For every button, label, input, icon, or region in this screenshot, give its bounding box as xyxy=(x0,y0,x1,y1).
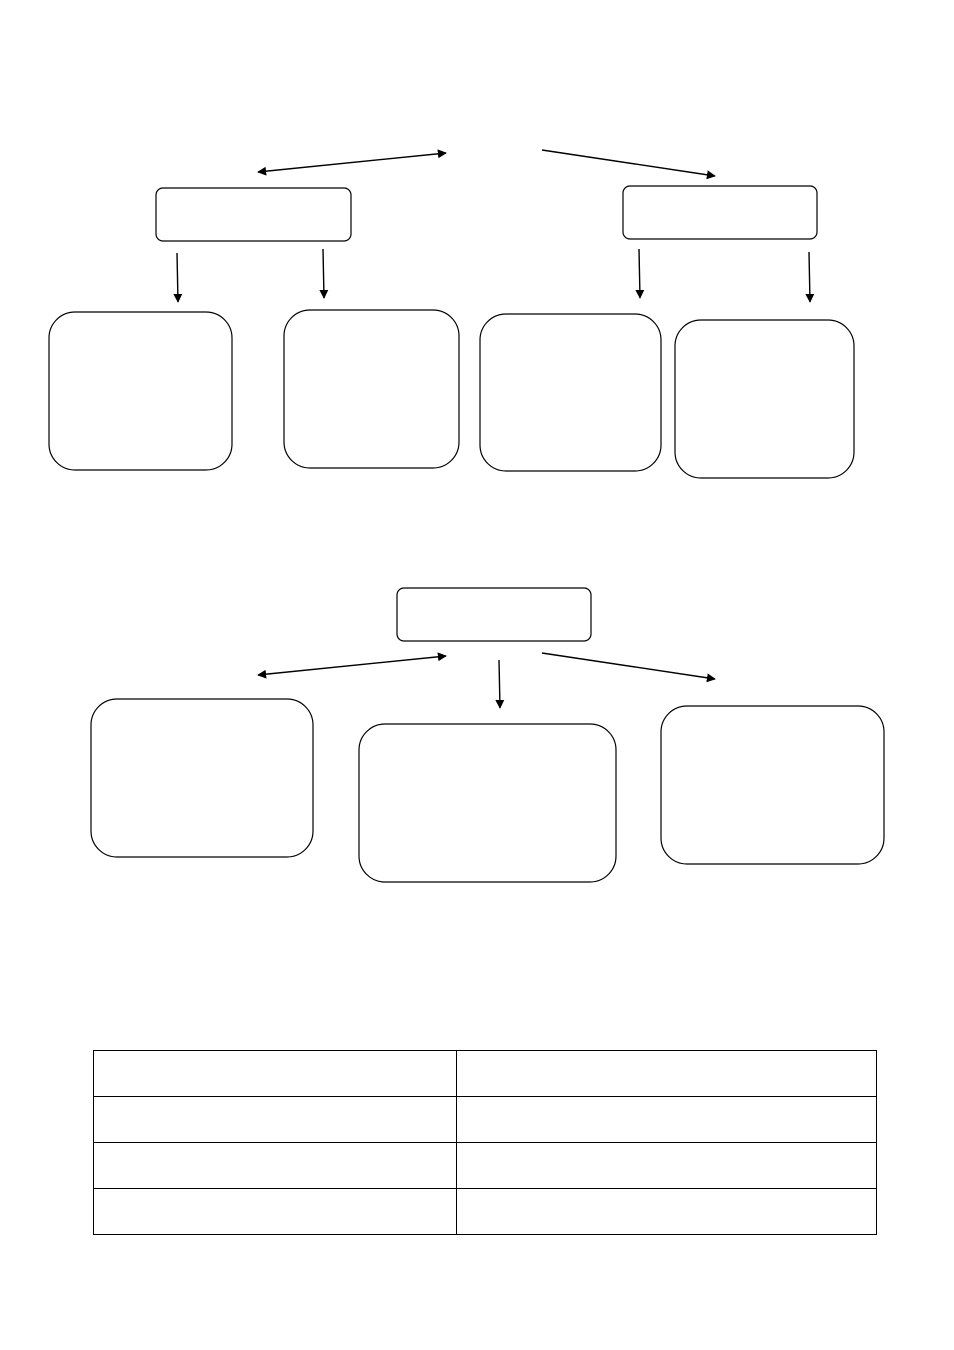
bottom-arrow-middle xyxy=(495,659,505,709)
bottom-arrow-left xyxy=(257,652,447,679)
top-level1-box-right xyxy=(622,185,818,240)
top-arrow-left xyxy=(257,149,447,176)
table-cell[interactable] xyxy=(456,1188,877,1235)
table-row xyxy=(93,1188,877,1235)
top-arrow-l1-right-a xyxy=(635,248,645,299)
top-arrow-right xyxy=(541,149,716,180)
table-cell[interactable] xyxy=(93,1050,457,1097)
table-cell[interactable] xyxy=(93,1188,457,1235)
top-level1-box-left xyxy=(155,187,352,242)
top-arrow-l1-left-a xyxy=(173,252,183,303)
bottom-arrow-right xyxy=(541,652,716,683)
table-cell[interactable] xyxy=(456,1050,877,1097)
table-cell[interactable] xyxy=(456,1142,877,1189)
bottom-child-box-2 xyxy=(358,723,617,883)
top-level2-box-1 xyxy=(48,311,233,471)
top-arrow-l1-right-b xyxy=(805,251,815,303)
worksheet-table xyxy=(93,1050,877,1235)
worksheet-diagrams xyxy=(48,149,885,883)
table-row xyxy=(93,1050,877,1097)
top-arrow-l1-left-b xyxy=(319,248,329,299)
table-row xyxy=(93,1096,877,1143)
table-cell[interactable] xyxy=(93,1142,457,1189)
bottom-root-box xyxy=(396,587,592,642)
bottom-child-box-1 xyxy=(90,698,314,858)
bottom-concept-map xyxy=(90,587,885,883)
top-level2-box-2 xyxy=(283,309,460,469)
table-row xyxy=(93,1142,877,1189)
top-level2-box-4 xyxy=(674,319,855,479)
table-cell[interactable] xyxy=(93,1096,457,1143)
bottom-child-box-3 xyxy=(660,705,885,865)
table-cell[interactable] xyxy=(456,1096,877,1143)
top-level2-box-3 xyxy=(479,313,662,472)
top-concept-map xyxy=(48,149,855,479)
